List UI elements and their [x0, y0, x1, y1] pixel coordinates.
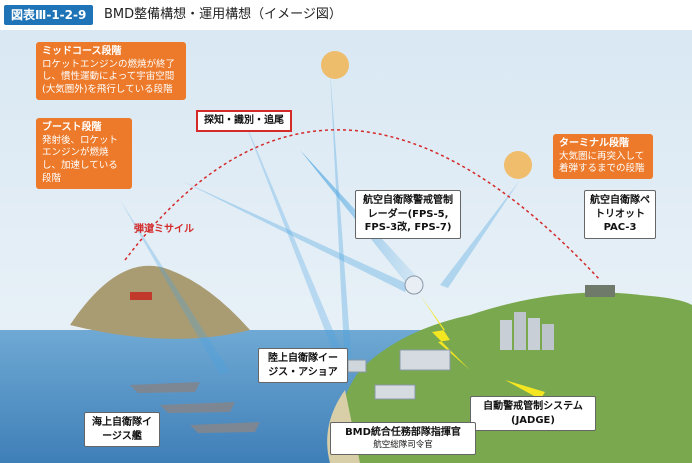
air-defense-command-label: 航空総隊司令官 — [373, 439, 433, 450]
ashore-beam — [330, 70, 352, 370]
launch-island — [70, 265, 250, 339]
command-building — [374, 384, 416, 400]
boost-desc: 発射後、ロケットエンジンが燃焼し、加速している段階 — [42, 134, 119, 184]
ship-beam — [120, 200, 230, 375]
aegis-ship-label: 海上自衛隊イージス艦 — [84, 412, 160, 447]
radar-station-icon — [404, 275, 424, 295]
city-building — [514, 312, 526, 350]
boost-title: ブースト段階 — [42, 122, 102, 133]
terminal-intercept-burst — [504, 151, 532, 179]
aegis-ship — [190, 422, 260, 433]
ballistic-missile-label: 弾道ミサイル — [134, 224, 194, 235]
japan-land — [337, 292, 692, 463]
midcourse-title: ミッドコース段階 — [42, 46, 122, 57]
missile-launcher — [130, 292, 152, 300]
figure-title: BMD整備構想・運用構想（イメージ図） — [104, 7, 342, 22]
terminal-title: ターミナル段階 — [559, 138, 629, 149]
jadge-label: 自動警戒管制システム(JADGE) — [470, 396, 596, 431]
aegis-ship — [130, 382, 200, 393]
figure-number: 図表Ⅲ-1-2-9 — [4, 5, 94, 25]
city-buildings — [500, 312, 554, 350]
bmd-scene: ミッドコース段階 ロケットエンジンの燃焼が終了し、慣性運動によって宇宙空間(大気… — [0, 30, 692, 463]
bmd-command-label: BMD統合任務部隊指揮官 航空総隊司令官 — [330, 422, 476, 455]
midcourse-desc: ロケットエンジンの燃焼が終了し、慣性運動によって宇宙空間(大気圏外)を飛行してい… — [42, 58, 176, 96]
patriot-label: 航空自衛隊ペトリオットPAC-3 — [584, 190, 656, 239]
midcourse-box: ミッドコース段階 ロケットエンジンの燃焼が終了し、慣性運動によって宇宙空間(大気… — [36, 42, 186, 100]
figure-header: 図表Ⅲ-1-2-9 BMD整備構想・運用構想（イメージ図） — [0, 0, 692, 30]
radar-beams — [120, 70, 520, 375]
radar-beam — [180, 180, 410, 292]
aegis-ship — [160, 402, 235, 413]
patriot-launcher — [585, 285, 615, 297]
aegis-ashore-building — [347, 359, 367, 373]
radar-beam — [440, 180, 520, 288]
city-building — [542, 324, 554, 350]
detect-label: 探知・識別・追尾 — [196, 110, 292, 132]
radar-label: 航空自衛隊警戒管制レーダー(FPS-5, FPS-3改, FPS-7) — [355, 190, 461, 239]
bmd-command-title: BMD統合任務部隊指揮官 — [345, 427, 461, 438]
city-building — [500, 320, 512, 350]
midcourse-intercept-burst — [321, 51, 349, 79]
terminal-box: ターミナル段階 大気圏に再突入して着弾するまでの段階 — [553, 134, 653, 180]
aegis-ships — [130, 382, 260, 433]
city-building — [528, 318, 540, 350]
terminal-desc: 大気圏に再突入して着弾するまでの段階 — [559, 150, 645, 175]
comm-link-icon — [420, 295, 470, 370]
boost-box: ブースト段階 発射後、ロケットエンジンが燃焼し、加速している段階 — [36, 118, 132, 189]
jadge-building — [399, 349, 451, 371]
aegis-ashore-label: 陸上自衛隊イージス・アショア — [258, 348, 348, 383]
ashore-beam — [240, 110, 348, 370]
